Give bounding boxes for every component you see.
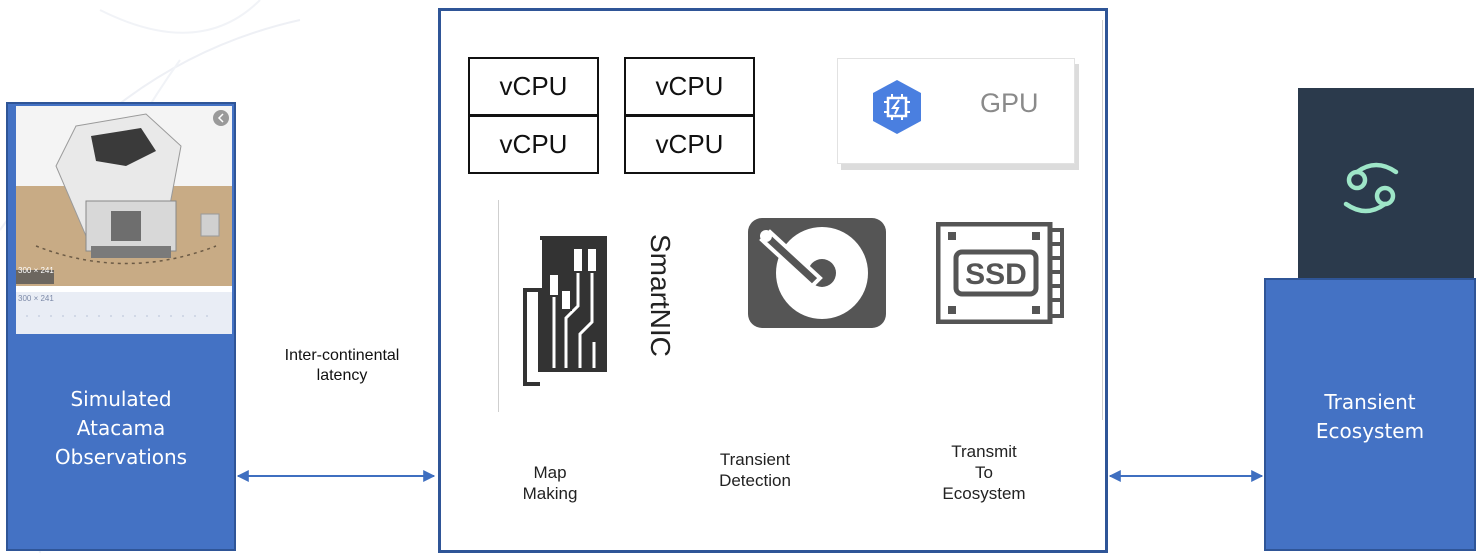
image-size-caption: 300 × 241 <box>18 266 54 275</box>
label-line: Detection <box>719 471 791 490</box>
vcpu-box: vCPU <box>468 57 599 116</box>
cancer-zodiac-icon <box>1343 162 1399 214</box>
ecosystem-logo-panel <box>1298 88 1474 283</box>
label-line: Ecosystem <box>1315 419 1425 443</box>
transient-ecosystem-block <box>1264 278 1476 551</box>
simulated-observations-label: Simulated Atacama Observations <box>8 385 234 472</box>
label-line: Observations <box>54 445 188 469</box>
transient-detection-label: Transient Detection <box>690 449 820 491</box>
vcpu-box: vCPU <box>624 57 755 116</box>
label-line: Transient <box>1324 390 1416 414</box>
label-line: To <box>975 463 993 482</box>
transient-ecosystem-label: Transient Ecosystem <box>1266 388 1474 446</box>
telescope-image <box>16 106 232 334</box>
divider <box>1102 20 1103 420</box>
ssd-icon: SSD <box>936 222 1064 324</box>
latency-label-line: Inter-continental <box>284 347 400 364</box>
gpu-label: GPU <box>980 88 1039 118</box>
label-line: Ecosystem <box>942 484 1026 503</box>
label-line: Making <box>522 484 578 503</box>
label-line: Transmit <box>951 442 1017 461</box>
map-making-label: Map Making <box>500 462 600 504</box>
gpu-chip-icon <box>873 80 921 134</box>
ssd-label: SSD <box>965 258 1027 291</box>
transmit-label: Transmit To Ecosystem <box>914 441 1054 504</box>
label-line: Map <box>533 463 567 482</box>
vcpu-box: vCPU <box>624 115 755 174</box>
hard-drive-icon <box>748 218 886 328</box>
latency-label: Inter-continental latency <box>262 346 422 386</box>
vcpu-box: vCPU <box>468 115 599 174</box>
label-line: Simulated <box>70 387 172 411</box>
latency-label-line: latency <box>316 367 368 384</box>
smartnic-card-icon <box>523 236 607 386</box>
smartnic-label: SmartNIC <box>645 234 676 357</box>
label-line: Transient <box>719 450 791 469</box>
image-size-caption-reflection: 300 × 241 <box>18 294 54 303</box>
label-line: Atacama <box>76 416 166 440</box>
divider <box>498 200 499 412</box>
